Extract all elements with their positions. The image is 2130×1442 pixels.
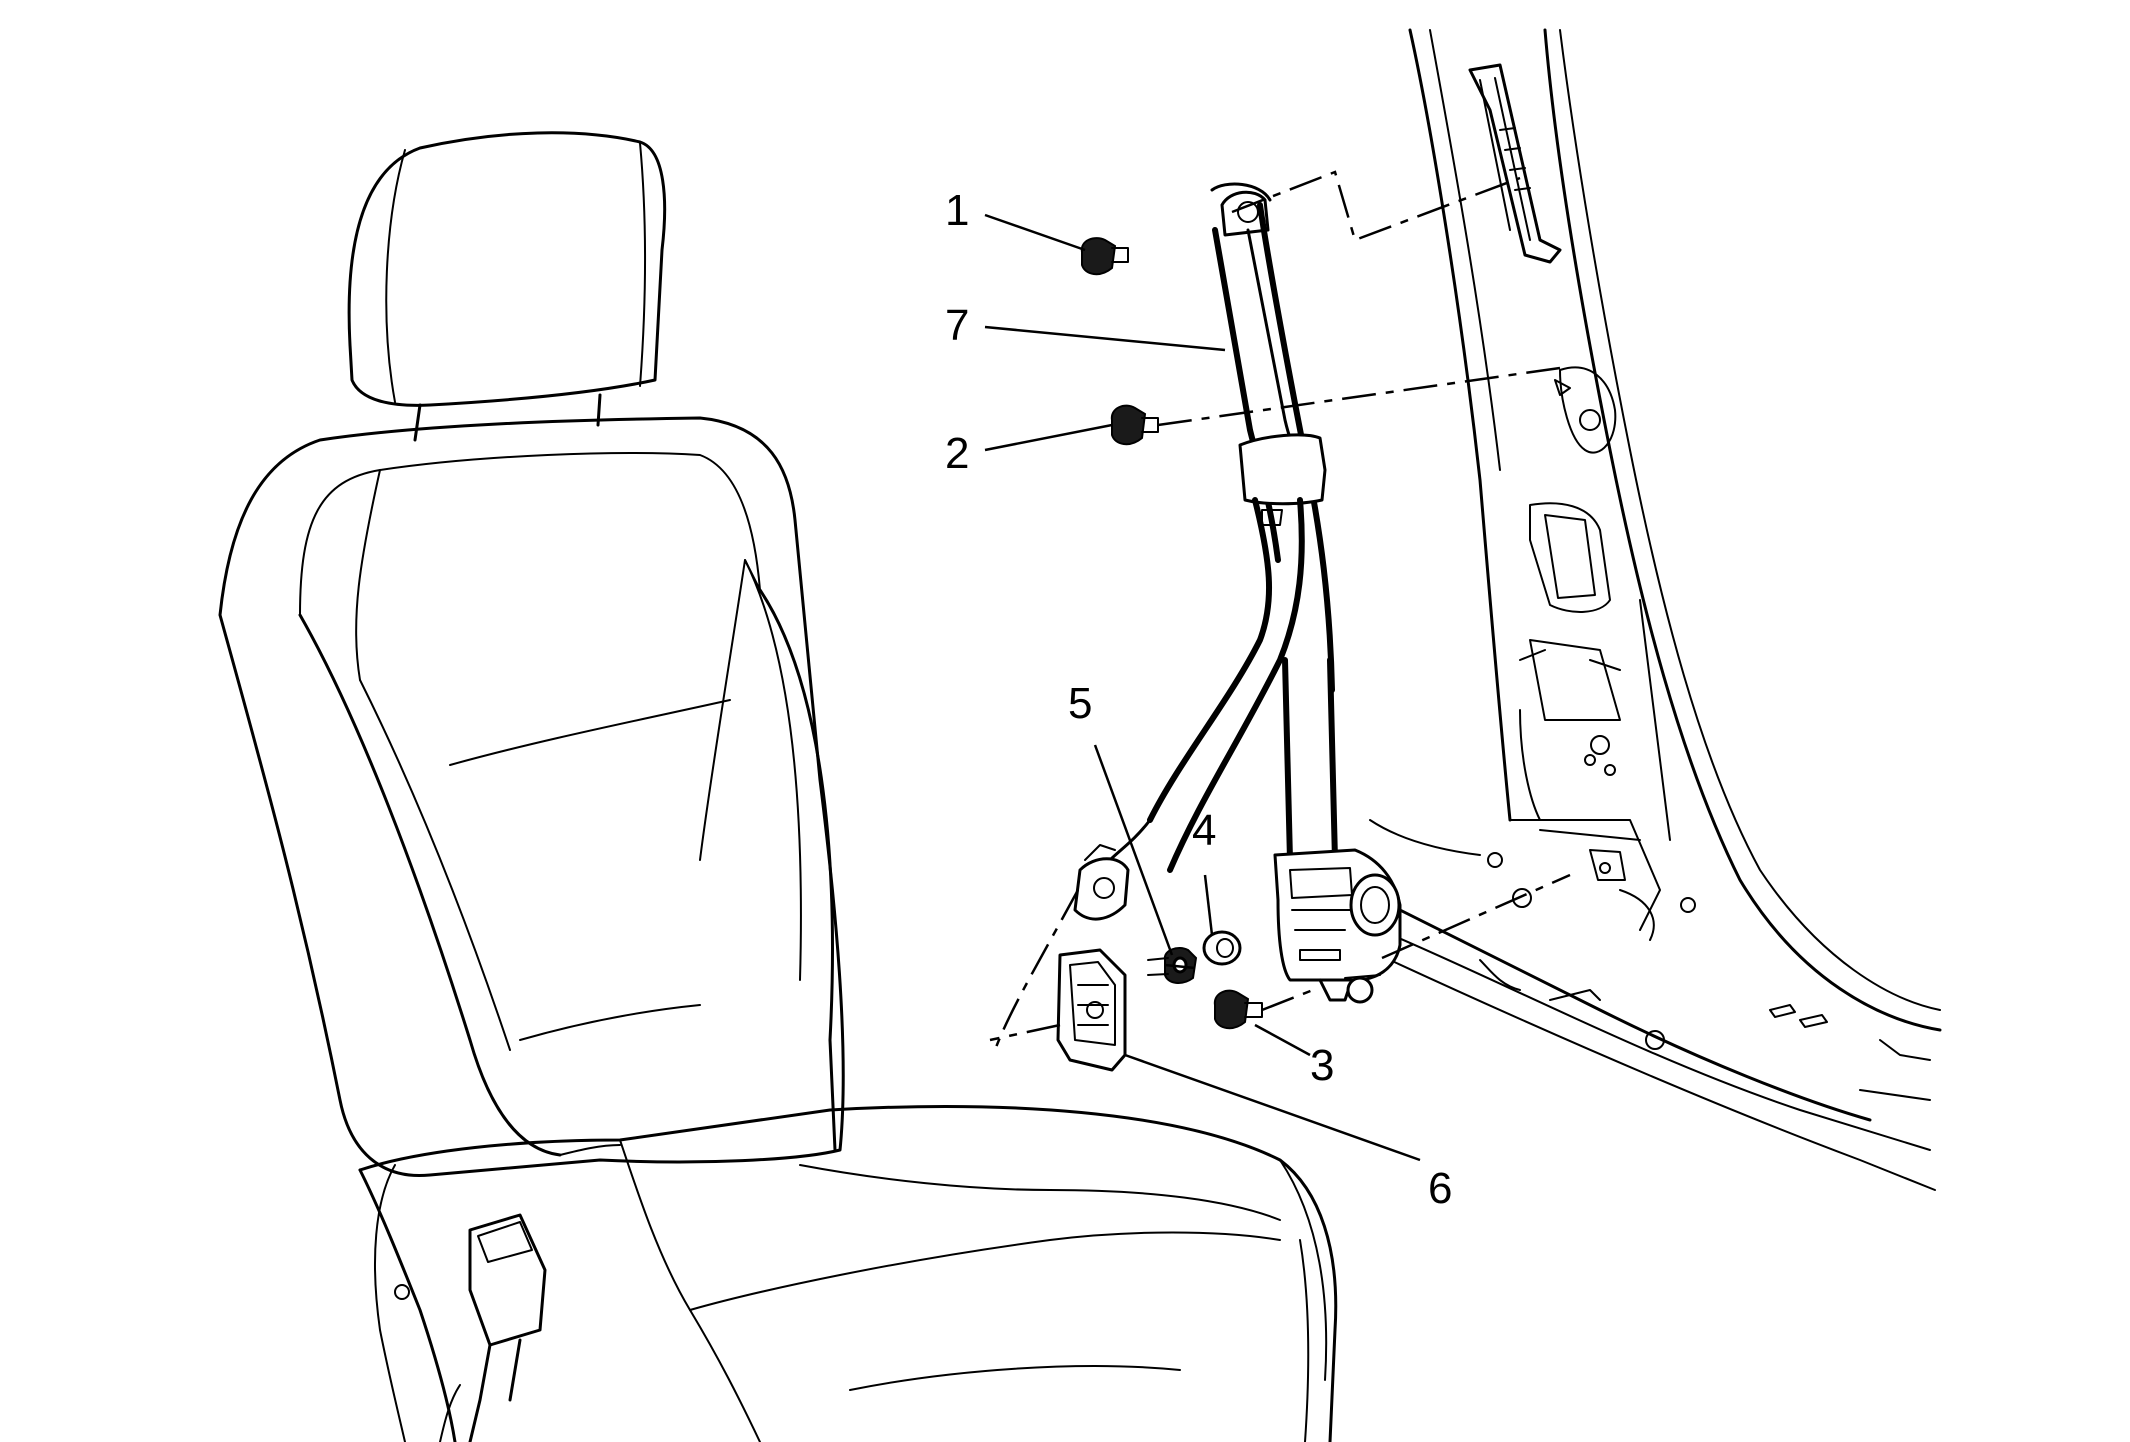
callout-3: 3 (1310, 1041, 1334, 1090)
upper-height-adjuster (1468, 63, 1562, 264)
washer-4 (1202, 930, 1242, 966)
callout-6: 6 (1428, 1164, 1452, 1213)
seat-belt-assembly (1073, 182, 1402, 1004)
buckle (468, 1213, 547, 1442)
callout-labels: 1 2 3 4 5 6 7 (945, 186, 1452, 1213)
callout-1: 1 (945, 186, 969, 235)
assembly-centerlines (989, 170, 1571, 1051)
d-loop-sleeve (1238, 433, 1327, 526)
anchor-bracket (1056, 948, 1127, 1072)
seat (218, 131, 1338, 1442)
lap-anchor-plate (1073, 844, 1130, 921)
leader-lines (984, 213, 1421, 1162)
callout-2: 2 (945, 429, 969, 478)
seat-back (218, 416, 845, 1178)
b-pillar (1329, 28, 1942, 1191)
callout-4: 4 (1192, 806, 1216, 855)
bolt-2 (1110, 404, 1159, 446)
callout-5: 5 (1068, 679, 1092, 728)
bolt-3 (1213, 989, 1263, 1030)
headrest (347, 131, 667, 442)
bolt-1 (1080, 237, 1129, 276)
retractor (1273, 848, 1402, 1004)
seat-cushion (358, 1105, 1338, 1442)
callout-7: 7 (945, 301, 969, 350)
